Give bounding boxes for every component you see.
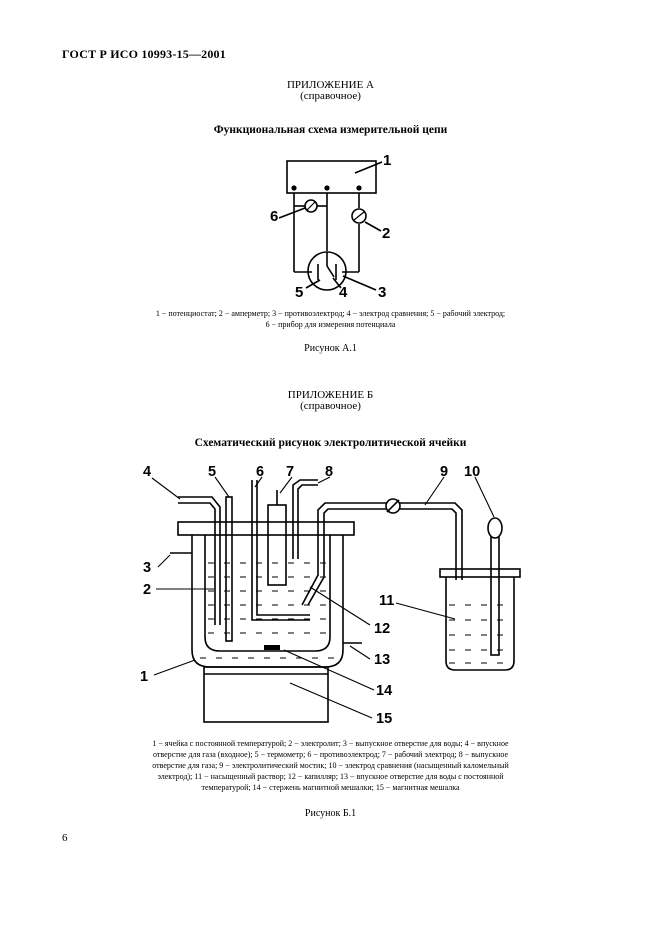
appendix-a-note: (справочное) bbox=[300, 90, 361, 102]
label-b7: 7 bbox=[286, 464, 294, 480]
cell-lid bbox=[177, 521, 355, 536]
inner-vessel bbox=[204, 535, 331, 652]
appendix-b-heading: ПРИЛОЖЕНИЕ Б bbox=[287, 389, 374, 401]
label-b6: 6 bbox=[256, 464, 264, 480]
appendix-a-caption-2: 6 − прибор для измерения потенциала bbox=[265, 320, 396, 329]
label-b10: 10 bbox=[464, 464, 480, 480]
label-b11: 11 bbox=[379, 593, 394, 609]
appendix-b-caption-5: температурой; 14 − стержень магнитной ме… bbox=[201, 783, 460, 792]
label-5: 5 bbox=[295, 284, 303, 301]
document-header: ГОСТ Р ИСО 10993-15—2001 bbox=[62, 47, 226, 61]
label-2: 2 bbox=[382, 225, 390, 242]
magnetic-stirrer bbox=[203, 666, 329, 723]
appendix-a-title: Функциональная схема измерительной цепи bbox=[213, 124, 448, 136]
appendix-a-caption-1: 1 − потенциостат; 2 − амперметр; 3 − про… bbox=[155, 309, 506, 318]
label-b2: 2 bbox=[143, 582, 151, 598]
appendix-b-title: Схематический рисунок электролитической … bbox=[194, 437, 467, 449]
stir-bar bbox=[264, 645, 280, 650]
working-electrode bbox=[267, 504, 287, 586]
label-4: 4 bbox=[339, 284, 348, 301]
label-b14: 14 bbox=[376, 683, 392, 699]
appendix-b-caption-3: отверстие для газа; 9 − электролитически… bbox=[152, 761, 509, 770]
label-b15: 15 bbox=[376, 711, 392, 727]
label-b13: 13 bbox=[374, 652, 390, 668]
appendix-a-heading: ПРИЛОЖЕНИЕ А bbox=[286, 79, 374, 91]
measuring-circuit-diagram: 1 2 3 4 5 6 bbox=[270, 152, 391, 301]
label-b12: 12 bbox=[374, 621, 390, 637]
label-b8: 8 bbox=[325, 464, 333, 480]
label-6: 6 bbox=[270, 208, 278, 225]
label-b5: 5 bbox=[208, 464, 216, 480]
appendix-a-figure: Рисунок А.1 bbox=[304, 343, 357, 354]
appendix-b-figure: Рисунок Б.1 bbox=[304, 808, 357, 819]
label-3: 3 bbox=[378, 284, 386, 301]
appendix-b-caption-1: 1 − ячейка с постоянной температурой; 2 … bbox=[152, 739, 509, 748]
appendix-b-caption-4: электрод); 11 − насыщенный раствор; 12 −… bbox=[157, 772, 504, 781]
label-1: 1 bbox=[383, 152, 391, 169]
label-b4: 4 bbox=[143, 464, 151, 480]
page-number: 6 bbox=[62, 832, 68, 844]
electrolytic-cell-diagram: 1 2 3 4 5 6 7 8 9 10 11 12 13 14 15 bbox=[140, 464, 521, 727]
appendix-b-caption-2: отверстие для газа (входное); 5 − термом… bbox=[152, 750, 509, 759]
potentiostat-box bbox=[286, 160, 377, 194]
label-b3: 3 bbox=[143, 560, 151, 576]
appendix-b-note: (справочное) bbox=[300, 400, 361, 412]
label-b9: 9 bbox=[440, 464, 448, 480]
label-b1: 1 bbox=[140, 669, 148, 685]
